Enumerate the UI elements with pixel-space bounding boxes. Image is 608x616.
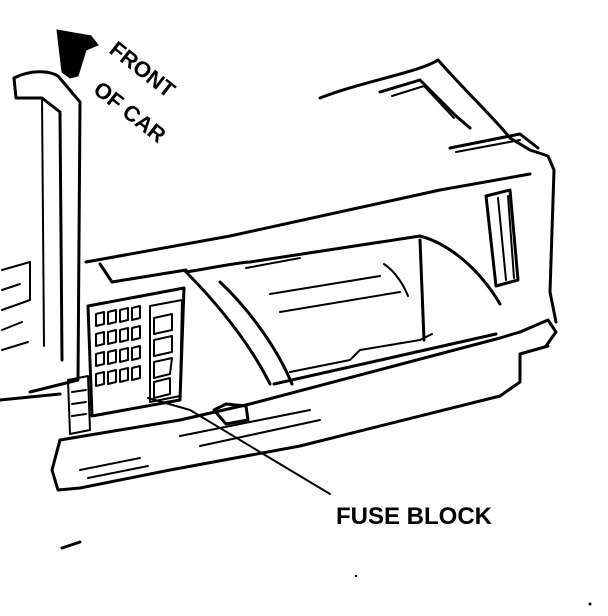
fuse-block bbox=[67, 286, 186, 435]
arrow-up-icon bbox=[56, 29, 99, 79]
fuse-block-label: FUSE BLOCK bbox=[336, 503, 493, 530]
scan-specks bbox=[354, 574, 592, 606]
dash-panel bbox=[84, 58, 558, 324]
glove-box-door bbox=[50, 318, 558, 550]
glove-box-housing bbox=[184, 234, 502, 426]
fuse-block-leader-line bbox=[147, 397, 331, 495]
door-pillar bbox=[0, 70, 82, 402]
